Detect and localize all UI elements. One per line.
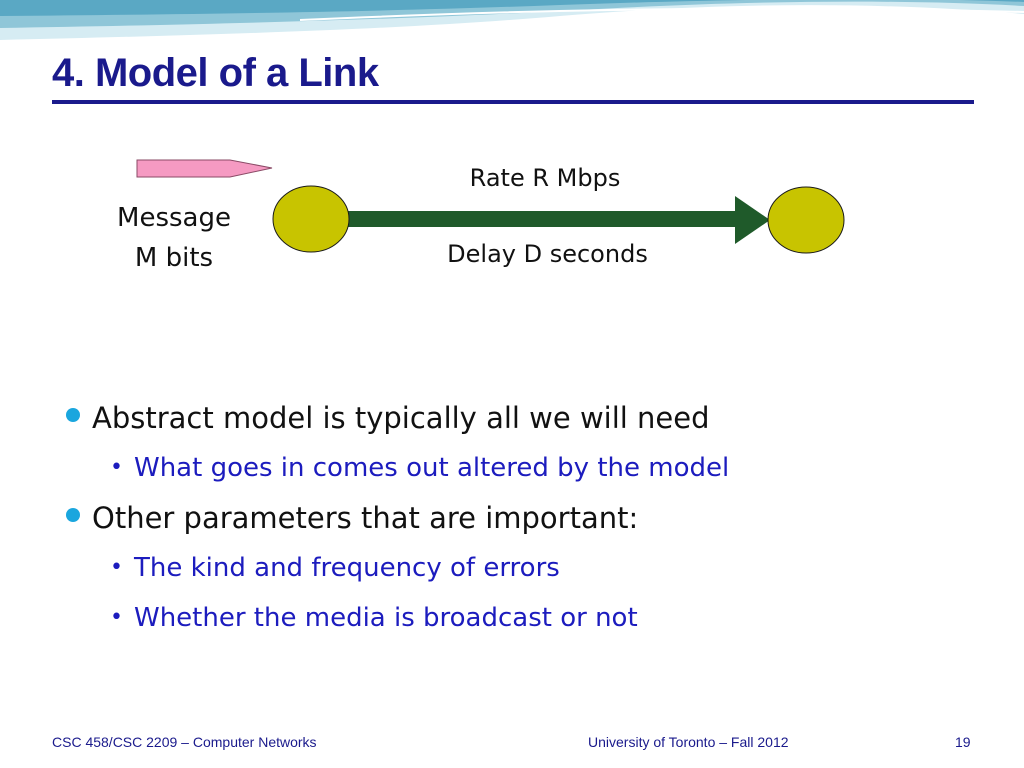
sub-bullet-dot-icon: • — [110, 455, 123, 480]
link-model-diagram — [136, 159, 845, 254]
bullet-dot-icon — [66, 408, 80, 422]
slide-number: 19 — [955, 734, 971, 750]
bullet-text: Other parameters that are important: — [92, 501, 639, 535]
sub-bullet-item: • The kind and frequency of errors — [62, 546, 1002, 596]
destination-node — [767, 186, 845, 254]
sub-bullet-text: The kind and frequency of errors — [134, 553, 560, 583]
header-wave-decoration — [0, 0, 1024, 40]
sub-bullet-text: What goes in comes out altered by the mo… — [134, 453, 730, 483]
title-underline — [52, 100, 974, 104]
bullet-list: Abstract model is typically all we will … — [62, 396, 1002, 646]
link-arrow-head — [735, 196, 770, 244]
sub-bullet-dot-icon: • — [110, 605, 123, 630]
bullet-item: Abstract model is typically all we will … — [62, 396, 1002, 446]
bullet-text: Abstract model is typically all we will … — [92, 401, 710, 435]
message-label: Message M bits — [100, 198, 248, 278]
message-label-line1: Message — [117, 203, 231, 233]
page-title: 4. Model of a Link — [52, 51, 379, 95]
link-arrow-shaft — [346, 211, 738, 227]
delay-label: Delay D seconds — [447, 240, 648, 268]
message-label-line2: M bits — [134, 243, 214, 273]
bullet-dot-icon — [66, 508, 80, 522]
source-node — [272, 185, 350, 253]
footer-course: CSC 458/CSC 2209 – Computer Networks — [52, 734, 317, 750]
message-arrow-shape — [136, 159, 273, 178]
sub-bullet-dot-icon: • — [110, 555, 123, 580]
bullet-item: Other parameters that are important: — [62, 496, 1002, 546]
sub-bullet-item: • What goes in comes out altered by the … — [62, 446, 1002, 496]
sub-bullet-item: • Whether the media is broadcast or not — [62, 596, 1002, 646]
rate-label: Rate R Mbps — [469, 164, 621, 192]
footer-institution: University of Toronto – Fall 2012 — [588, 734, 789, 750]
sub-bullet-text: Whether the media is broadcast or not — [134, 603, 638, 633]
